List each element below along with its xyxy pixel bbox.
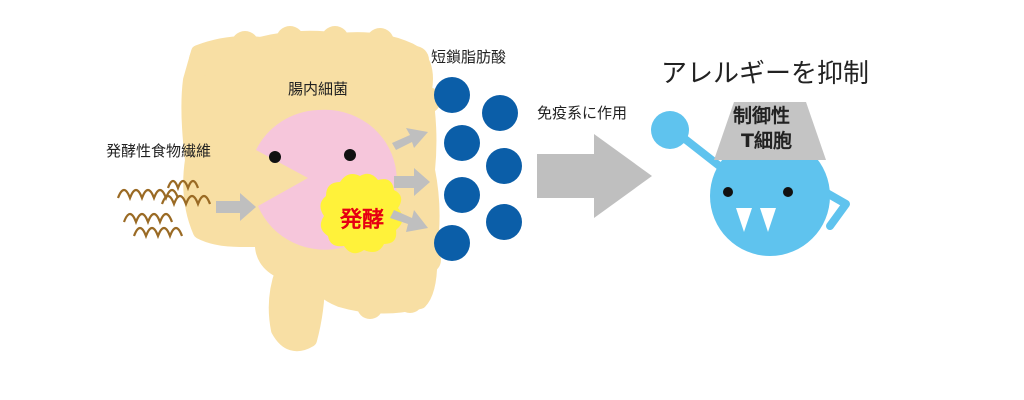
arrow-right-icon xyxy=(216,193,256,221)
arrow-right-icon xyxy=(392,128,428,150)
label-gut-bacteria: 腸内細菌 xyxy=(288,80,349,98)
scfa-molecule-icon xyxy=(482,95,518,131)
t-cell-fang-right xyxy=(760,208,776,232)
label-ferment: 発酵 xyxy=(340,208,385,233)
bacteria-eye-right xyxy=(344,149,356,161)
t-cell-hat xyxy=(714,102,826,160)
arrow-right-icon xyxy=(390,210,428,232)
scfa-molecule-icon xyxy=(434,77,470,113)
scfa-molecule-icon xyxy=(434,225,470,261)
label-treg-line1: 制御性 xyxy=(733,105,791,127)
arrow-right-icon xyxy=(537,134,652,218)
label-treg-line2: T細胞 xyxy=(741,130,792,152)
t-cell-fang-left xyxy=(736,208,752,232)
scfa-molecules xyxy=(434,77,522,261)
label-allergy-suppression: アレルギーを抑制 xyxy=(661,59,870,89)
t-cell-eye-right xyxy=(783,187,793,197)
bacteria-eye-left xyxy=(269,151,281,163)
label-fiber: 発酵性食物繊維 xyxy=(106,142,212,160)
t-cell-eye-left xyxy=(723,187,733,197)
scfa-molecule-icon xyxy=(444,125,480,161)
scfa-molecule-icon xyxy=(444,177,480,213)
fiber-coil-icon xyxy=(116,179,212,240)
regulatory-t-cell-icon xyxy=(651,102,850,256)
label-scfa: 短鎖脂肪酸 xyxy=(431,48,507,66)
label-immune: 免疫系に作用 xyxy=(537,104,628,122)
arrow-right-icon xyxy=(394,168,430,196)
scfa-molecule-icon xyxy=(486,204,522,240)
scfa-molecule-icon xyxy=(486,148,522,184)
ferment-burst-icon xyxy=(320,173,403,254)
